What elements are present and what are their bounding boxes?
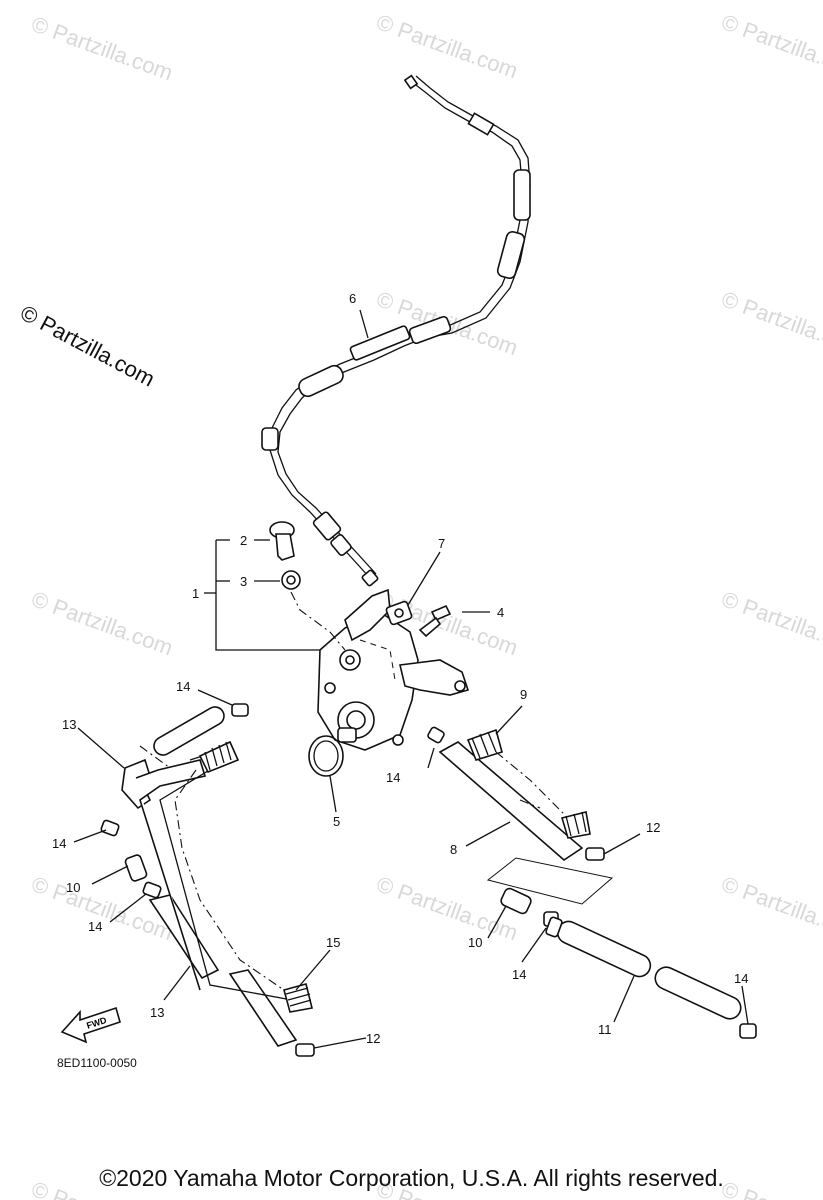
watermark: © Partzilla.com — [28, 11, 176, 85]
callout-1: 1 — [192, 586, 199, 601]
copyright-notice: ©2020 Yamaha Motor Corporation, U.S.A. A… — [99, 1165, 724, 1191]
o-ring — [308, 735, 344, 777]
callout-15: 15 — [326, 935, 340, 950]
callout-14: 14 — [386, 770, 400, 785]
watermark: © Partzilla.com — [718, 871, 823, 945]
watermark: © Partzilla.com — [718, 286, 823, 360]
callout-8: 8 — [450, 842, 457, 857]
callout-2: 2 — [240, 533, 247, 548]
callout-6: 6 — [349, 291, 356, 306]
watermark: © Partzilla.com — [718, 9, 823, 83]
callout-14: 14 — [176, 679, 190, 694]
callout-12: 12 — [366, 1031, 380, 1046]
callout-4: 4 — [497, 605, 504, 620]
bolt-4 — [418, 604, 452, 638]
oil-hose-left — [121, 706, 298, 1047]
nut-7 — [385, 600, 413, 626]
bolt — [269, 521, 295, 561]
callout-14: 14 — [512, 967, 526, 982]
oil-pump-body — [317, 588, 470, 751]
callout-14: 14 — [52, 836, 66, 851]
watermark: © Partzilla.com — [28, 586, 176, 660]
callout-13: 13 — [62, 717, 76, 732]
assembly-bracket — [204, 539, 320, 651]
callout-11: 11 — [598, 1022, 612, 1037]
callout-9: 9 — [520, 687, 527, 702]
callout-10: 10 — [468, 935, 482, 950]
callout-7: 7 — [438, 536, 445, 551]
watermark: © Partzilla.com — [373, 9, 521, 83]
watermark: © Partzilla.com — [718, 586, 823, 660]
reference-box-right — [486, 857, 614, 905]
callout-13: 13 — [150, 1005, 164, 1020]
spring-hose — [139, 740, 313, 1013]
oil-pump-cable — [261, 74, 531, 587]
watermark: © Partzilla.com — [28, 871, 176, 945]
callout-14: 14 — [734, 971, 748, 986]
callout-5: 5 — [333, 814, 340, 829]
callout-14: 14 — [88, 919, 102, 934]
leader-lines — [73, 309, 749, 1049]
oil-hose-right — [438, 728, 742, 1020]
fwd-arrow-icon: FWD — [60, 1006, 121, 1044]
callout-12: 12 — [646, 820, 660, 835]
callout-10: 10 — [66, 880, 80, 895]
washer — [281, 570, 301, 590]
callout-3: 3 — [240, 574, 247, 589]
diagram-code: 8ED1100-0050 — [57, 1056, 137, 1070]
